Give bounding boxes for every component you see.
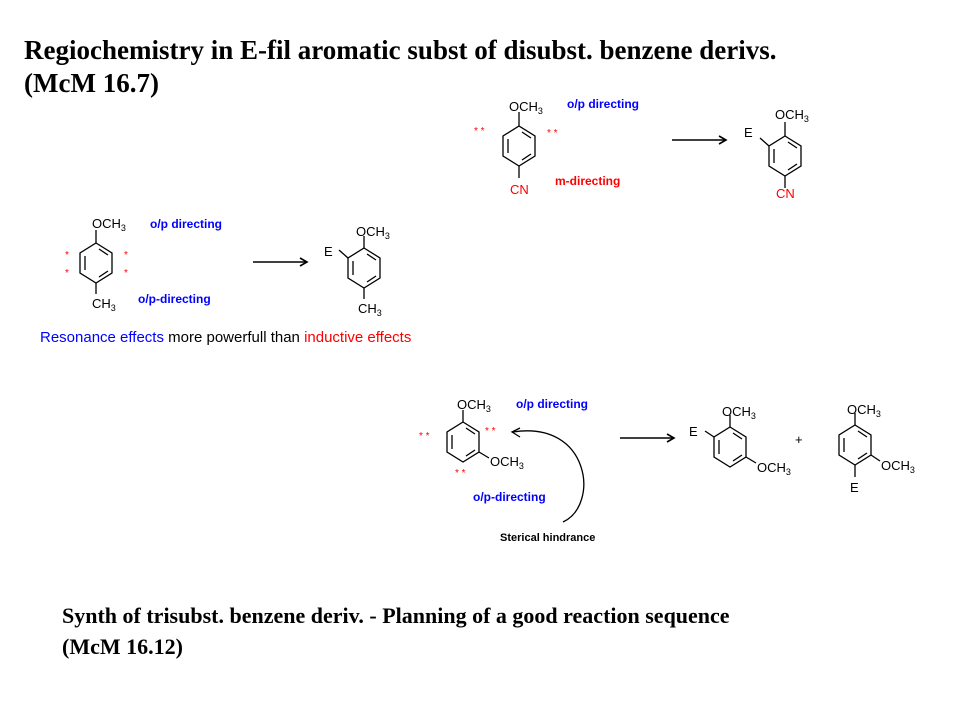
scheme3-hindrance-arrowhead [510, 427, 521, 438]
scheme3-product1-och3-top: OCH3 [722, 404, 756, 421]
scheme1-product-e: E [744, 125, 753, 140]
scheme2-ch3-label: CH3 [92, 296, 116, 313]
scheme-2: OCH3 CH3 o/p directing o/p-directing * *… [65, 216, 390, 318]
scheme2-product-ch3: CH3 [358, 301, 382, 318]
scheme2-product-e: E [324, 244, 333, 259]
scheme1-product-och3: OCH3 [775, 107, 809, 124]
scheme1-op-directing-label: o/p directing [567, 97, 639, 111]
scheme3-och3-meta: OCH3 [490, 454, 524, 471]
scheme1-substrate-ring [502, 112, 536, 178]
note-inductive-effects: inductive effects [304, 329, 412, 346]
scheme1-stars-right: * * [547, 128, 558, 139]
scheme2-och3-label: OCH3 [92, 216, 126, 233]
scheme2-op-directing-bottom: o/p-directing [138, 292, 211, 306]
scheme3-op-directing-bottom: o/p-directing [473, 490, 546, 504]
footer-line-1: Synth of trisubst. benzene deriv. - Plan… [62, 603, 730, 628]
scheme1-arrow [672, 135, 728, 145]
footer-line-2: (McM 16.12) [62, 634, 183, 659]
scheme3-product1-e: E [689, 424, 698, 439]
scheme3-stars-left: * * [419, 431, 430, 442]
note-resonance-effects: Resonance effects [40, 329, 164, 346]
scheme1-product-ring [759, 122, 802, 188]
scheme2-substrate-ring [79, 230, 113, 294]
scheme2-op-directing-top: o/p directing [150, 217, 222, 231]
scheme3-stars-right: * * [485, 426, 496, 437]
scheme3-op-directing-top: o/p directing [516, 397, 588, 411]
note-middle: more powerfull than [163, 329, 305, 346]
scheme1-product-cn: CN [776, 186, 795, 201]
scheme3-stars-bottom: * * [455, 468, 466, 479]
slide-footer: Synth of trisubst. benzene deriv. - Plan… [62, 600, 942, 662]
scheme2-product-ring [338, 236, 381, 299]
slide-title: Regiochemistry in E-fil aromatic subst o… [24, 34, 944, 100]
scheme1-cn-label: CN [510, 182, 529, 197]
scheme2-star-1: * [65, 250, 69, 261]
scheme2-arrow [253, 257, 309, 267]
scheme-3: OCH3 OCH3 o/p directing o/p-directing * … [419, 397, 915, 544]
scheme3-product2-och3-meta: OCH3 [881, 458, 915, 475]
scheme-1: OCH3 CN o/p directing m-directing * * * … [474, 97, 809, 201]
scheme3-plus: + [795, 432, 803, 447]
resonance-note: Resonance effects more powerfull than in… [40, 329, 411, 346]
scheme3-product2-ring [838, 413, 881, 477]
scheme3-arrow [620, 433, 676, 443]
scheme3-sterical-hindrance: Sterical hindrance [500, 532, 595, 544]
scheme3-product1-och3-meta: OCH3 [757, 460, 791, 477]
reaction-schemes: OCH3 CN o/p directing m-directing * * * … [65, 97, 915, 544]
scheme1-m-directing-label: m-directing [555, 174, 620, 188]
title-line-1: Regiochemistry in E-fil aromatic subst o… [24, 35, 777, 65]
scheme3-substrate-ring [446, 410, 490, 463]
scheme2-product-och3: OCH3 [356, 224, 390, 241]
scheme1-och3-label: OCH3 [509, 99, 543, 116]
title-line-2: (McM 16.7) [24, 68, 159, 98]
scheme2-star-2: * [65, 268, 69, 279]
scheme3-product1-ring [704, 415, 757, 468]
scheme3-product2-e: E [850, 480, 859, 495]
scheme3-hindrance-curve [512, 430, 585, 523]
scheme2-star-4: * [124, 268, 128, 279]
scheme3-product2-och3-top: OCH3 [847, 402, 881, 419]
scheme1-stars-left: * * [474, 126, 485, 137]
scheme3-och3-top: OCH3 [457, 397, 491, 414]
scheme2-star-3: * [124, 250, 128, 261]
